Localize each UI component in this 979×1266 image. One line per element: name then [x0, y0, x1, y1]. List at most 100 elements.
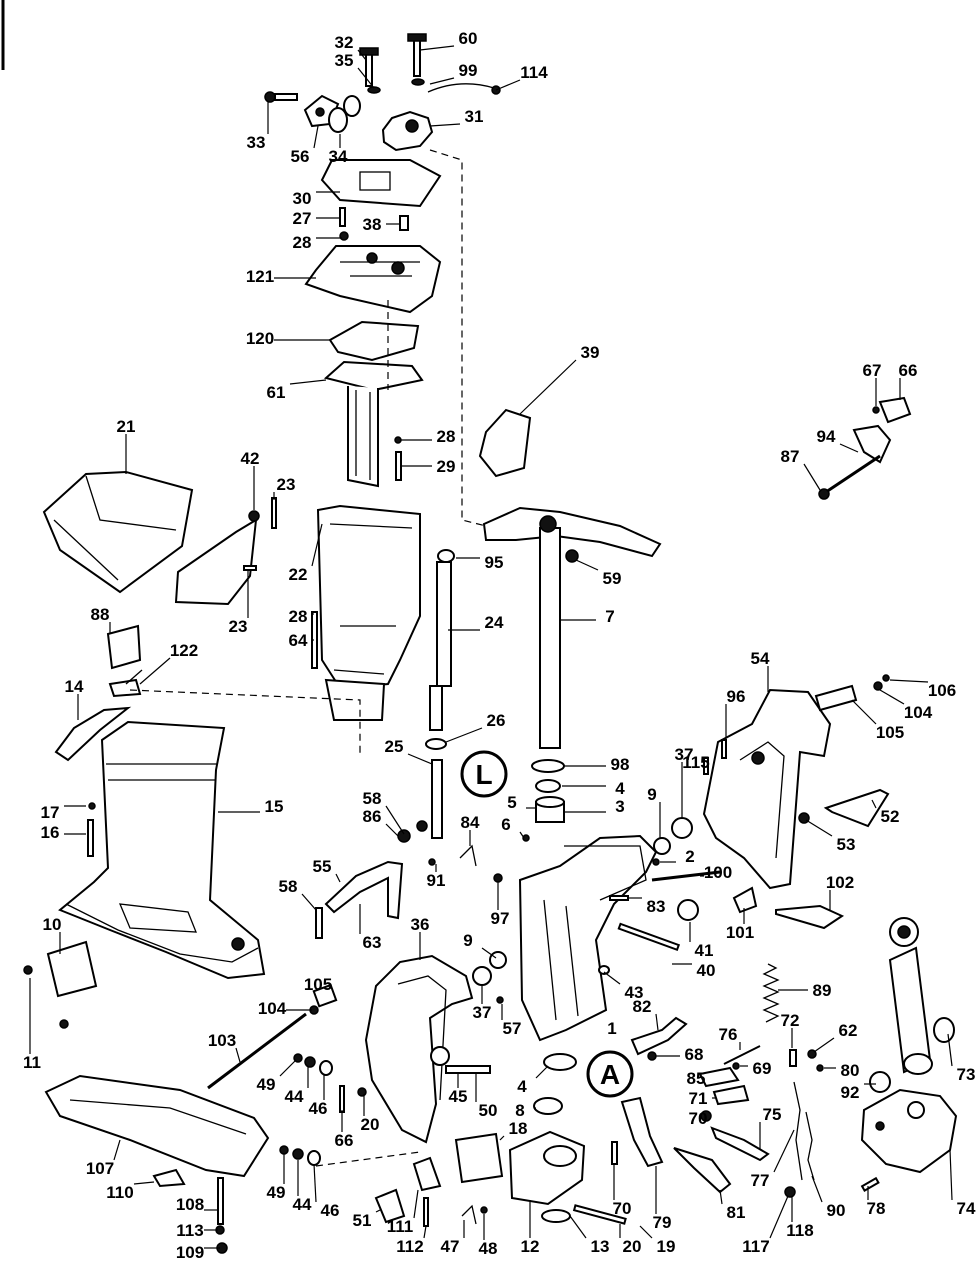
- callout-label: 111: [387, 1217, 414, 1236]
- callout-label: 63: [363, 933, 382, 952]
- callout-label: 115: [682, 753, 709, 772]
- callout-label: 31: [465, 107, 484, 126]
- callout-label: 75: [763, 1105, 782, 1124]
- nut-44b-icon: [292, 1148, 304, 1160]
- bushing-9a-icon: [653, 837, 671, 855]
- callout-label: 40: [697, 961, 716, 980]
- callout-label: 28: [293, 233, 312, 252]
- pin-38-icon: [399, 215, 409, 231]
- callout-label: 17: [41, 803, 60, 822]
- callout-label: 23: [277, 475, 296, 494]
- leader-line: [375, 1209, 381, 1213]
- grip-39-icon: [478, 408, 532, 478]
- callout-label: 21: [117, 417, 136, 436]
- callout-label: 92: [841, 1083, 860, 1102]
- callout-label: 11: [23, 1053, 41, 1072]
- oring-26-icon: [425, 738, 447, 750]
- leader-line: [803, 463, 821, 491]
- grommet-95-icon: [437, 549, 455, 563]
- leader-line: [769, 1195, 789, 1239]
- leader-line: [535, 1065, 549, 1079]
- leader-line: [407, 753, 433, 765]
- callout-label: 70: [689, 1109, 708, 1128]
- callout-label: 59: [603, 569, 622, 588]
- callout-label: 29: [437, 457, 456, 476]
- callout-label: 101: [726, 923, 754, 942]
- callout-label: 20: [623, 1237, 642, 1256]
- callout-label: 55: [313, 857, 332, 876]
- callout-label: 85: [687, 1069, 706, 1088]
- clamp-bracket-54-icon: [702, 688, 832, 890]
- callout-label: 39: [581, 343, 600, 362]
- exhaust-61-icon: [323, 360, 424, 392]
- washer-46b-icon: [307, 1150, 321, 1166]
- bracket-94-icon: [852, 424, 892, 464]
- clip-101-icon: [732, 886, 758, 914]
- callout-label: 18: [509, 1119, 528, 1138]
- callout-label: 86: [363, 807, 382, 826]
- callout-label: 49: [257, 1075, 276, 1094]
- leader-line: [419, 45, 455, 51]
- bushing-8-icon: [533, 1097, 563, 1115]
- washer-37b-icon: [472, 966, 492, 986]
- washer-98-icon: [531, 759, 565, 773]
- callout-label: 67: [863, 361, 882, 380]
- screw-112-icon: [423, 1197, 429, 1227]
- screw-67-icon: [872, 406, 880, 414]
- bracket-74-icon: [860, 1088, 958, 1174]
- leader-line: [773, 1129, 795, 1173]
- spring-84-icon: [459, 844, 477, 867]
- callout-label: 98: [611, 755, 630, 774]
- leader-line: [519, 831, 525, 839]
- callout-label: 84: [461, 813, 480, 832]
- callout-label: 83: [647, 897, 666, 916]
- swivel-bracket-1-icon: [518, 834, 658, 1042]
- screw-16-icon: [87, 819, 94, 857]
- rod-103-icon: [207, 1012, 307, 1090]
- washer-4b-icon: [543, 1053, 577, 1071]
- callout-label: 57: [503, 1019, 522, 1038]
- pin-25-icon: [431, 759, 443, 839]
- callout-label: 43: [625, 983, 644, 1002]
- callout-label: 80: [841, 1061, 860, 1080]
- callout-label: 104: [258, 999, 287, 1018]
- nut-106-icon: [882, 674, 890, 682]
- callout-label: 64: [289, 631, 308, 650]
- callout-label: 37: [473, 1003, 492, 1022]
- gasket-82-icon: [630, 1016, 688, 1056]
- callout-label: 30: [293, 189, 312, 208]
- ball-41-icon: [677, 899, 699, 921]
- leader-line: [889, 679, 929, 683]
- callout-label: 95: [485, 553, 504, 572]
- screw-23a-icon: [271, 497, 277, 529]
- callout-label: 12: [521, 1237, 540, 1256]
- leader-line: [311, 523, 323, 567]
- callout-label: 58: [279, 877, 298, 896]
- leader-line: [139, 657, 171, 685]
- callout-label: 76: [719, 1025, 738, 1044]
- leader-line: [279, 1059, 297, 1077]
- lever-52-icon: [823, 788, 890, 828]
- pin-58b-icon: [416, 820, 428, 832]
- clamp-bracket-36-icon: [364, 954, 474, 1144]
- callout-label: 46: [321, 1201, 340, 1220]
- leader-line: [313, 1163, 317, 1203]
- badge-lower-icon: A: [586, 1050, 634, 1098]
- screw-11a-icon: [23, 965, 33, 975]
- spring-70b-icon: [700, 1110, 712, 1122]
- pin-105a-icon: [814, 684, 858, 712]
- leader-line: [113, 1139, 121, 1161]
- callout-label: 94: [817, 427, 836, 446]
- callout-label: 9: [463, 931, 472, 950]
- callout-label: 7: [605, 607, 614, 626]
- callout-label: 44: [293, 1195, 312, 1214]
- bolt-108-icon: [217, 1177, 224, 1225]
- leader-line: [495, 79, 521, 91]
- washer-37a-icon: [671, 817, 693, 839]
- pin-105b-icon: [312, 983, 338, 1008]
- leader-line: [871, 799, 877, 809]
- exhaust-housing-15-icon: [58, 720, 266, 980]
- washer-80-icon: [816, 1064, 824, 1072]
- washer-49b-icon: [279, 1145, 289, 1155]
- leader-line: [429, 77, 455, 85]
